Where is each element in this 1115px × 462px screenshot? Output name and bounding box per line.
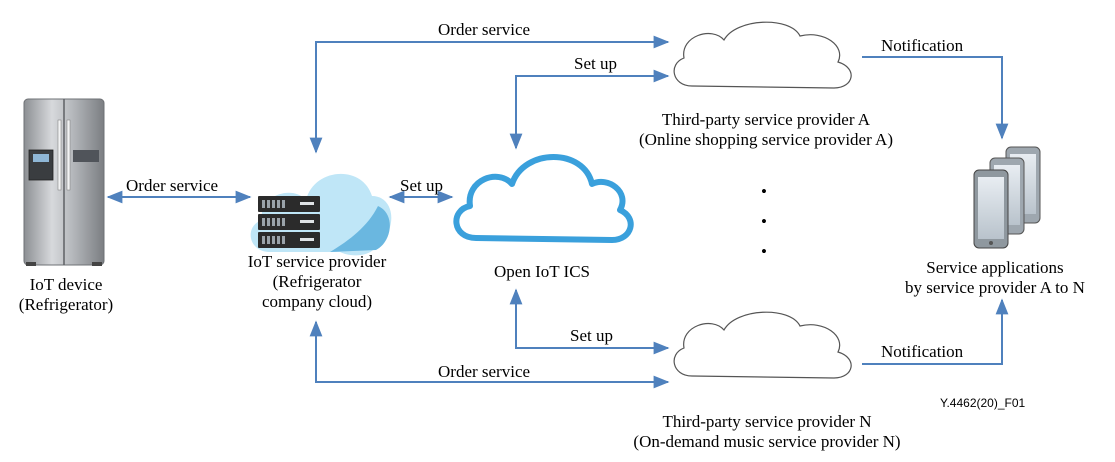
- provider-a-line-1: Third-party service provider A: [661, 110, 871, 129]
- iot-service-provider-label: IoT service provider (Refrigerator compa…: [248, 252, 386, 312]
- provider-n-line-1: Third-party service provider N: [662, 412, 872, 431]
- service-apps-label: Service applications by service provider…: [905, 258, 1085, 298]
- ellipsis-dot-1: •: [761, 182, 767, 201]
- iot-service-provider-line-3: company cloud): [262, 292, 372, 311]
- edge-label-order-service-bottom: Order service: [438, 362, 531, 381]
- service-apps-line-2: by service provider A to N: [905, 278, 1085, 297]
- open-iot-ics-label: Open IoT ICS: [493, 262, 591, 281]
- ellipsis-dot-2: •: [761, 212, 767, 231]
- edge-label-notification-bottom: Notification: [881, 342, 964, 361]
- edge-label-set-up-bottom: Set up: [570, 326, 613, 345]
- server-icon: [258, 196, 320, 248]
- iot-device-line-1: IoT device: [29, 275, 103, 294]
- arrow-notification-top: [862, 56, 1009, 140]
- edge-label-order-service-top: Order service: [438, 20, 531, 39]
- provider-n-label: Third-party service provider N (On-deman…: [633, 412, 900, 452]
- iot-service-provider-line-2: (Refrigerator: [272, 272, 362, 291]
- edge-label-notification-top: Notification: [881, 36, 964, 55]
- arrow-order-service-top: [309, 35, 670, 154]
- iot-device-label: IoT device (Refrigerator): [19, 275, 113, 315]
- provider-a-line-2: (Online shopping service provider A): [639, 130, 893, 149]
- ics-cloud-icon: [453, 154, 634, 243]
- edge-label-set-up-top: Set up: [574, 54, 617, 73]
- provider-n-line-2: (On-demand music service provider N): [633, 432, 901, 451]
- provider-a-label: Third-party service provider A (Online s…: [639, 110, 893, 150]
- provider-a-cloud-icon: [673, 21, 852, 89]
- figure-id: Y.4462(20)_F01: [940, 396, 1026, 410]
- iot-service-provider-line-1: IoT service provider: [247, 252, 387, 271]
- edge-label-set-up-center: Set up: [400, 176, 443, 195]
- iot-device-line-2: (Refrigerator): [18, 295, 114, 314]
- edge-label-order-service-device: Order service: [126, 176, 219, 195]
- service-apps-line-1: Service applications: [926, 258, 1064, 277]
- smartphone-icon: [973, 146, 1041, 249]
- provider-n-cloud-icon: [673, 311, 852, 379]
- arrow-set-up-top: [509, 69, 670, 150]
- arrow-order-service-bottom: [309, 320, 670, 389]
- refrigerator-icon: [23, 98, 105, 266]
- arrow-notification-bottom: [862, 298, 1009, 365]
- ellipsis-dot-3: •: [761, 242, 767, 261]
